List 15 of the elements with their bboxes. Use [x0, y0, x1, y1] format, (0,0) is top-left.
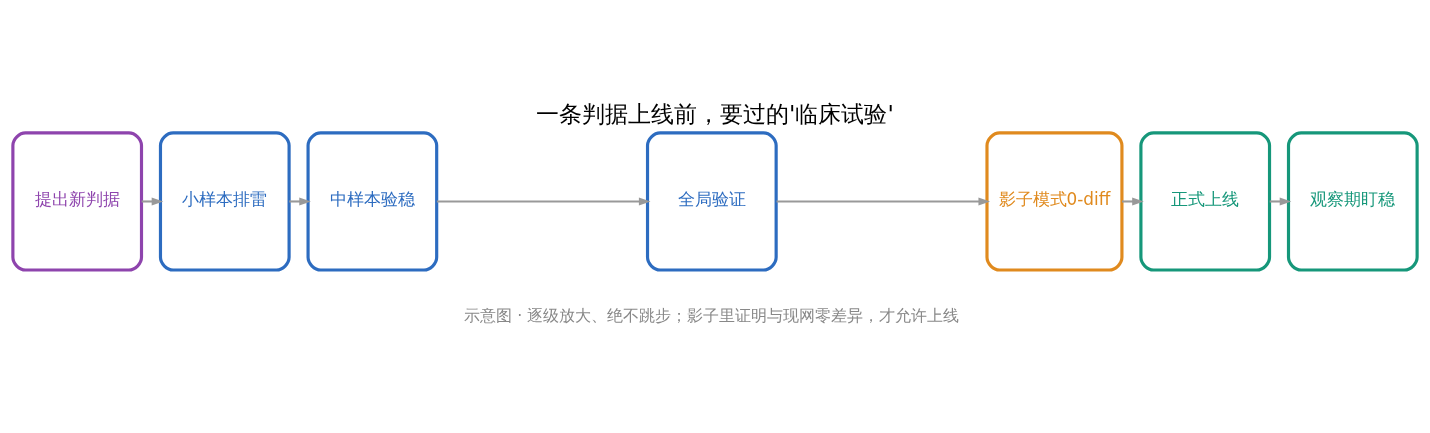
arrow [141, 197, 164, 206]
node-box: 小样本排雷 [158, 131, 291, 272]
node-box: 观察期盯稳 [1286, 131, 1419, 272]
arrow [289, 197, 311, 206]
node-box: 全局验证 [645, 131, 778, 272]
arrow [1122, 197, 1144, 206]
node-box: 影子模式0-diff [985, 131, 1124, 272]
arrow [776, 197, 991, 206]
node-box: 中样本验稳 [306, 131, 439, 272]
arrow [436, 197, 651, 206]
arrow [1269, 197, 1292, 206]
node-box: 提出新判据 [11, 131, 144, 272]
diagram-title: 一条判据上线前，要过的'临床试验' [536, 99, 894, 127]
caption: 示意图 · 逐级放大、绝不跳步；影子里证明与现网零差异，才允许上线 [464, 306, 960, 326]
node-box: 正式上线 [1139, 131, 1272, 272]
